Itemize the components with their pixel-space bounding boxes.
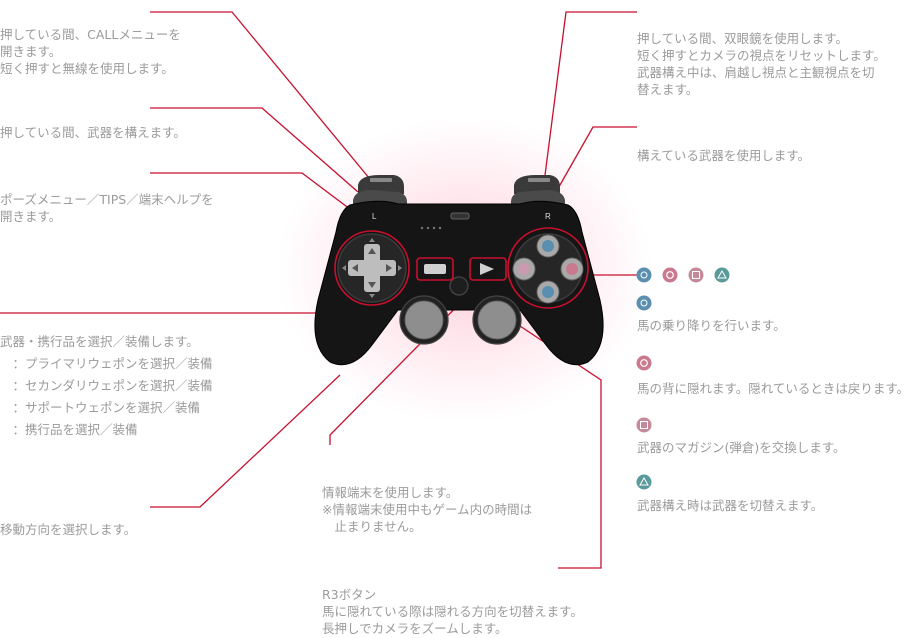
line-lstick	[150, 374, 341, 508]
cross-label: ボタン	[656, 298, 689, 311]
line-l2	[150, 11, 375, 185]
lstick-description: 移動方向を選択します。	[0, 522, 137, 537]
r1-description: 構えている武器を使用します。	[637, 148, 811, 163]
l2-button	[358, 175, 404, 194]
circle-description: 馬の背に隠れます。隠れているときは戻ります。	[637, 381, 910, 396]
l2-description: 押している間、CALLメニューを開きます。短く押すと無線を使用します。	[0, 27, 181, 76]
r3-description: R3ボタン馬に隠れている際は隠れる方向を切替えます。長押しでカメラをズームします…	[322, 587, 583, 636]
select-button	[424, 264, 446, 274]
triangle-icon-small	[636, 474, 652, 490]
circle-label: ボタン	[656, 358, 689, 371]
square-description: 武器のマガジン(弾倉)を交換します。	[637, 440, 846, 455]
usb-port	[450, 212, 470, 220]
line-r1	[555, 126, 637, 193]
left-stick	[404, 300, 444, 340]
triangle-description: 武器構え時は武器を切替えます。	[637, 498, 824, 513]
select-highlight	[416, 257, 454, 281]
start-button	[480, 263, 494, 275]
cross-icon-small	[636, 295, 652, 311]
square-icon-small	[636, 417, 652, 433]
dpad-highlight	[334, 230, 410, 306]
triangle-icon	[714, 267, 730, 283]
line-r2	[543, 11, 637, 184]
r2-description: 押している間、双眼鏡を使用します。短く押すとカメラの視点をリセットします。武器構…	[637, 31, 886, 97]
square-icon	[688, 267, 704, 283]
l1-description: 押している間、武器を構えます。	[0, 125, 186, 140]
face-highlight	[507, 227, 589, 309]
right-stick	[477, 300, 517, 340]
cross-icon	[636, 267, 652, 283]
start-highlight	[469, 257, 507, 281]
dpad-description: 武器・携行品を選択／装備します。 ：プライマリウェポンを選択／装備 ：セカンダリ…	[0, 334, 213, 437]
select-description: ポーズメニュー／TIPS／端末ヘルプを開きます。	[0, 192, 214, 224]
line-l1	[150, 107, 359, 193]
left-grip-label: L	[372, 212, 377, 221]
start-description: 情報端末を使用します。※情報端末使用中もゲーム内の時間は 止まりません。	[322, 485, 533, 534]
ps-button	[449, 276, 469, 296]
circle-icon-small	[636, 355, 652, 371]
dpad-horizontal	[348, 260, 396, 276]
cross-description: 馬の乗り降りを行います。	[637, 318, 786, 333]
right-grip-label: R	[545, 212, 551, 221]
face-button-icons	[636, 267, 730, 283]
circle-icon	[662, 267, 678, 283]
